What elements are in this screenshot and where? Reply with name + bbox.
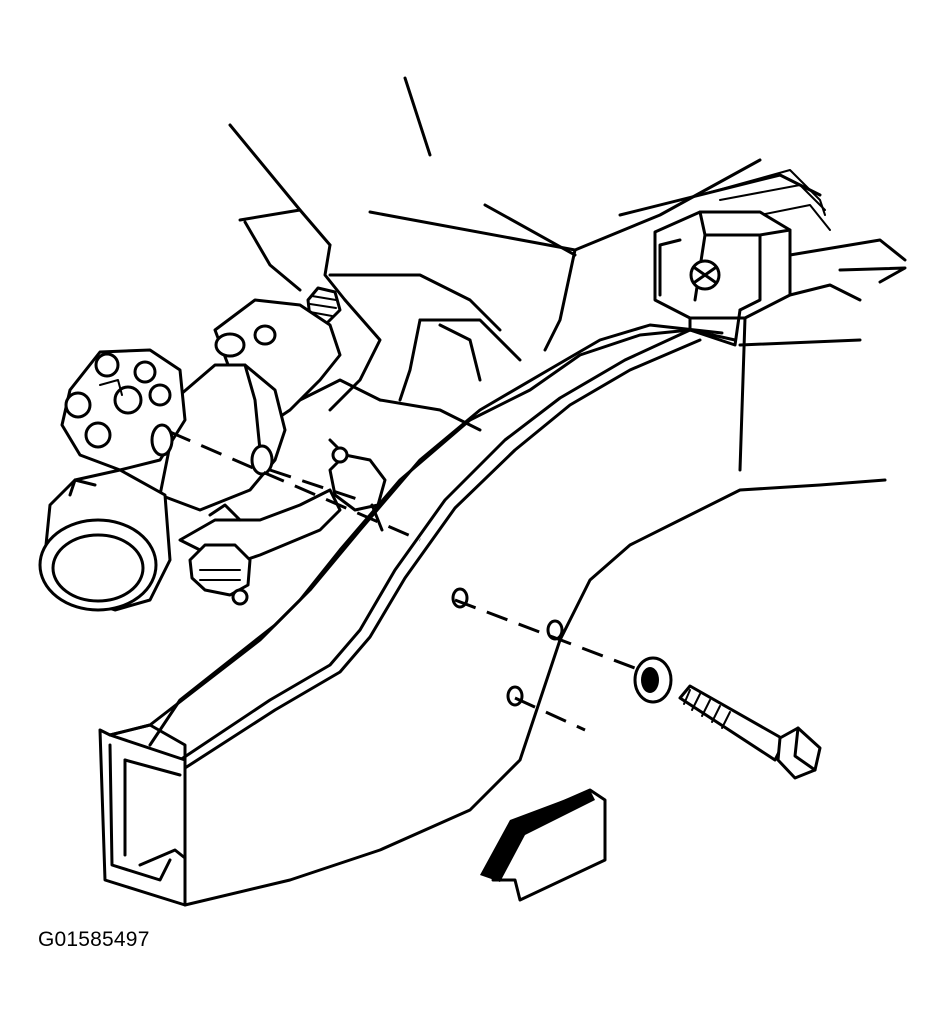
figure-id-label: G01585497 (38, 928, 150, 951)
mounting-bolt (678, 684, 822, 780)
steering-gear (38, 286, 387, 612)
alignment-lines (169, 430, 641, 732)
washer (633, 656, 673, 704)
frame-mount-bracket (653, 210, 907, 472)
engine-outline (228, 76, 831, 432)
frame-rail (98, 323, 887, 907)
front-direction-arrow (480, 788, 607, 902)
